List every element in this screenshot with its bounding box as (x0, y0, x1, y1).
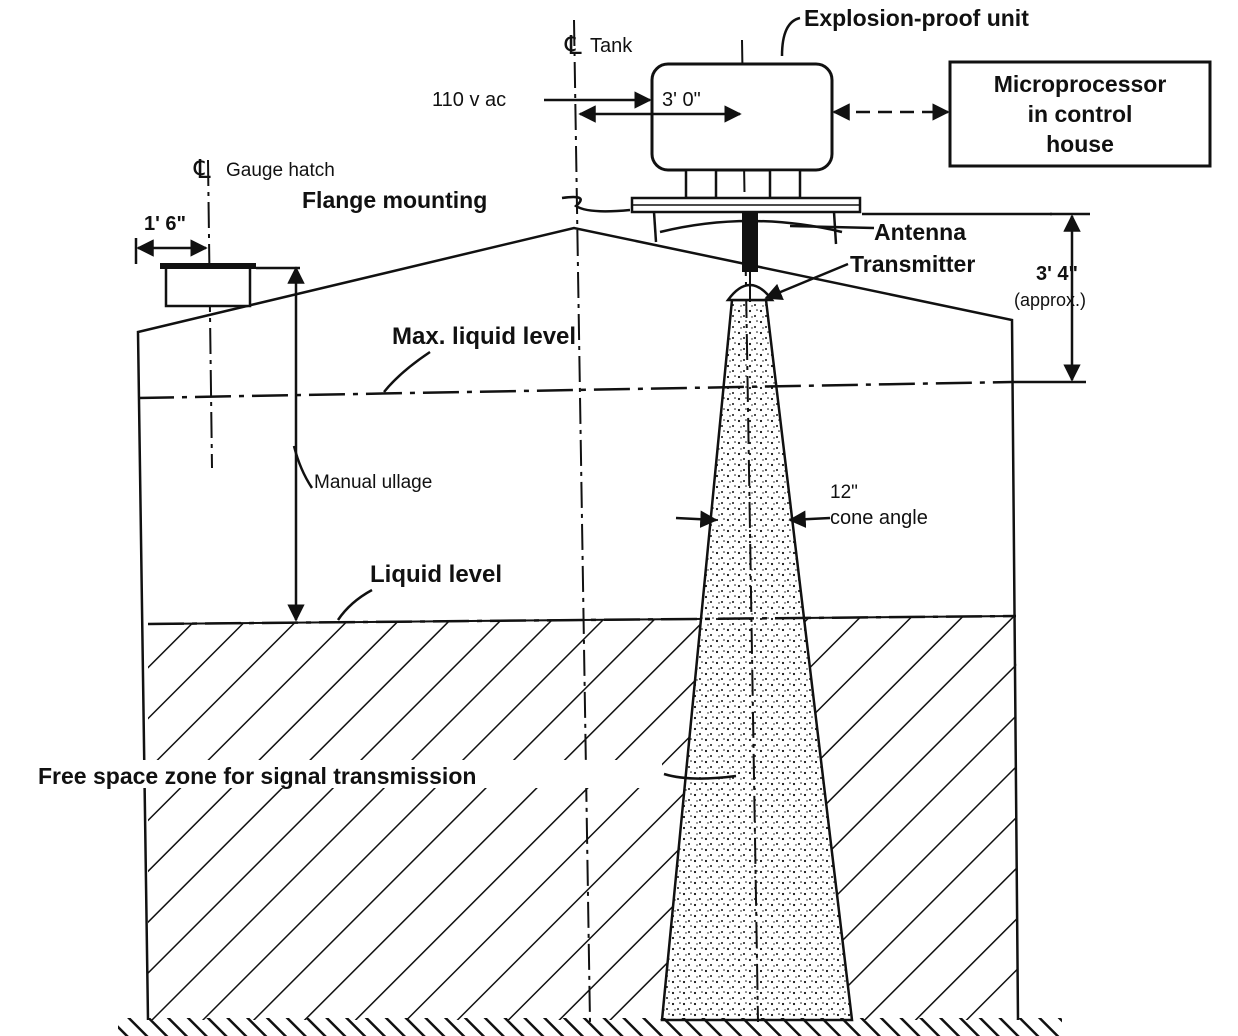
svg-text:℄: ℄ (193, 154, 211, 184)
cone-angle-value: 12" (830, 482, 858, 503)
max-level-label: Max. liquid level (392, 323, 576, 350)
liquid-level-label: Liquid level (370, 561, 502, 588)
tank-centerline-label: Tank (590, 35, 633, 57)
gauge-hatch (160, 263, 256, 308)
gauge-hatch-label: Gauge hatch (226, 160, 335, 181)
offset-dimension-label: 3' 0" (662, 89, 701, 111)
height-note-label: (approx.) (1014, 290, 1086, 310)
antenna (659, 212, 843, 272)
flange-label: Flange mounting (302, 187, 487, 213)
microprocessor-line1: Microprocessor (994, 71, 1167, 97)
svg-text:℄: ℄ (564, 30, 582, 60)
explosion-proof-unit (650, 62, 834, 200)
flange-mounting (630, 196, 862, 245)
hatch-dimension-label: 1' 6" (144, 213, 186, 235)
leaders (134, 16, 1090, 780)
free-space-label: Free space zone for signal transmission (38, 763, 476, 789)
antenna-label: Antenna (874, 219, 966, 245)
microprocessor-line2: in control (1028, 101, 1133, 127)
transmitter-label: Transmitter (850, 251, 975, 277)
cone-angle-label: cone angle (830, 507, 928, 529)
tank-outline (136, 226, 1020, 1021)
microprocessor-line3: house (1046, 131, 1114, 157)
explosion-proof-label: Explosion-proof unit (804, 5, 1029, 31)
centerline-symbols: ℄ ℄ (193, 30, 582, 184)
liquid-region (147, 615, 1018, 1020)
height-dimension-label: 3' 4" (1036, 263, 1078, 285)
centerlines (207, 19, 759, 1023)
microprocessor-box (948, 60, 1212, 168)
power-label: 110 v ac (432, 89, 506, 111)
ground (118, 1018, 1062, 1036)
manual-ullage-label: Manual ullage (314, 472, 432, 493)
transmitter (725, 272, 775, 302)
level-lines (137, 380, 1017, 626)
